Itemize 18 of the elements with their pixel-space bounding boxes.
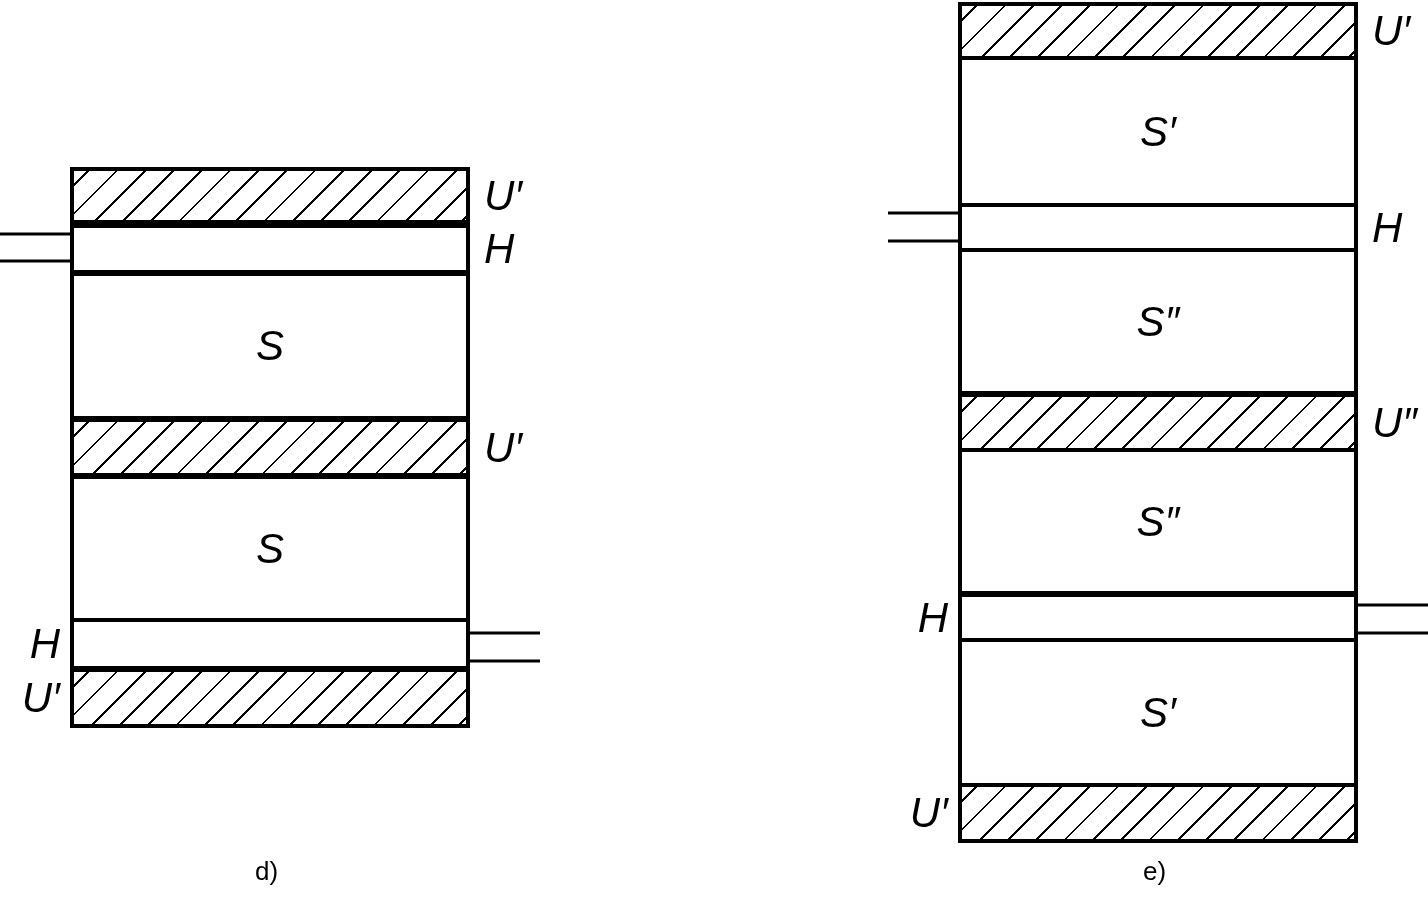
layer-label: U′	[484, 423, 523, 472]
layer-label: S′	[1139, 107, 1178, 156]
panel-caption: e)	[1143, 856, 1167, 887]
layer-label: H	[484, 225, 515, 273]
panel-caption: d)	[255, 856, 279, 887]
layer-label: S″	[1135, 297, 1182, 346]
layer-label: U′	[484, 171, 523, 220]
layer-label: U″	[1372, 398, 1418, 447]
layer-label: S′	[1139, 688, 1178, 737]
layer-label: S	[255, 322, 285, 370]
layer-label: H	[28, 620, 60, 668]
layer-label: U′	[20, 674, 60, 722]
layer-label: S	[255, 524, 285, 573]
layer-label: H	[1372, 203, 1403, 252]
layer-label: U′	[1372, 7, 1411, 55]
layer-label: S″	[1135, 497, 1182, 546]
layer-label: H	[916, 593, 948, 642]
layer-label: U′	[908, 789, 948, 837]
